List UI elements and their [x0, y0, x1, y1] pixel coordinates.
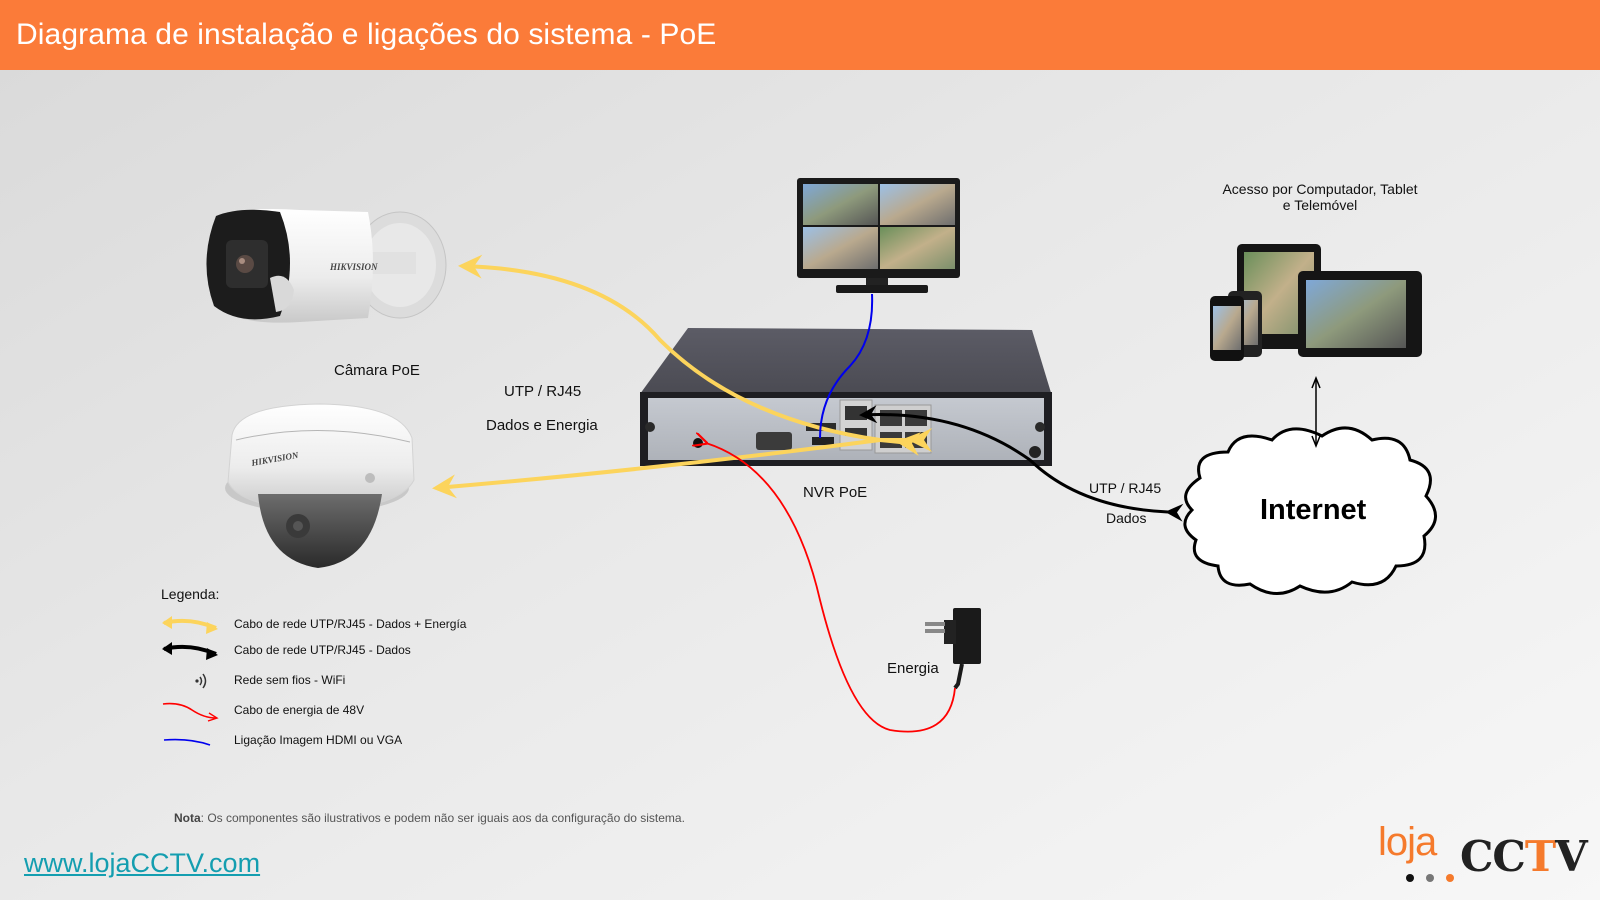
black-double-arrow-icon [162, 642, 218, 660]
poe-cable-bullet [458, 254, 922, 456]
page-title: Diagrama de instalação e ligações do sis… [16, 18, 717, 51]
internet-label: Internet [1260, 494, 1367, 526]
website-link[interactable]: www.lojaCCTV.com [24, 848, 261, 878]
legend-item-data: Cabo de rede UTP/RJ45 - Dados [160, 640, 500, 662]
note-text: : Os componentes são ilustrativos e pode… [200, 811, 685, 825]
lan-cable [859, 405, 1184, 522]
legend-item-poe: Cabo de rede UTP/RJ45 - Dados + Energía [160, 614, 500, 636]
remote-access-line-1: Acesso por Computador, Tablet [1222, 181, 1418, 197]
loja-cctv-logo: loja CCTV [1376, 820, 1588, 884]
footnote: Nota: Os componentes são ilustrativos e … [174, 811, 685, 825]
remote-access-label: Acesso por Computador, Tablet e Telemóve… [1200, 181, 1440, 213]
logo-cc: CC [1460, 832, 1526, 881]
power-adapter [925, 608, 981, 690]
legend-item-video: Ligação Imagem HDMI ou VGA [160, 730, 500, 752]
legend-item-power: Cabo de energia de 48V [160, 700, 500, 722]
legend-item-wifi: Rede sem fios - WiFi [160, 670, 500, 692]
hdmi-cable [819, 293, 874, 439]
note-label: Nota [174, 811, 201, 825]
camera-label: Câmara PoE [334, 362, 420, 379]
nvr-label: NVR PoE [803, 484, 868, 501]
logo-dot [1426, 874, 1434, 882]
logo-dot [1406, 874, 1414, 882]
logo-v: V [1555, 832, 1588, 881]
energy-label: Energia [887, 660, 939, 677]
legend-label: Ligação Imagem HDMI ou VGA [234, 733, 403, 747]
legend-title: Legenda: [161, 586, 220, 602]
cloud-link-arrow [1311, 375, 1321, 449]
legend-label: Cabo de rede UTP/RJ45 - Dados [234, 643, 411, 657]
bullet-camera: HIKVISION [206, 209, 447, 323]
internet-cloud [1183, 426, 1437, 595]
power-cable [706, 443, 956, 733]
poe-cable-dome [432, 428, 932, 499]
dome-camera: HIKVISION [225, 403, 415, 568]
red-arrow-icon [162, 702, 219, 722]
logo-dot [1446, 874, 1454, 882]
camera-cable-label-2: Dados e Energia [486, 417, 598, 434]
internet-cable-label-1: UTP / RJ45 [1089, 480, 1162, 496]
header-bar: Diagrama de instalação e ligações do sis… [0, 0, 1600, 70]
legend-label: Cabo de rede UTP/RJ45 - Dados + Energía [234, 617, 467, 631]
yellow-double-arrow-icon [162, 616, 218, 634]
internet-cable-label-2: Dados [1106, 510, 1147, 526]
logo-loja-text: loja [1378, 820, 1437, 864]
blue-line-icon [163, 738, 211, 746]
camera-cable-label-1: UTP / RJ45 [504, 383, 582, 400]
remote-access-line-2: e Telemóvel [1282, 197, 1358, 213]
wifi-icon [195, 673, 207, 689]
camera-brand-text: HIKVISION [329, 262, 378, 272]
monitor [797, 178, 960, 293]
logo-t: T [1524, 832, 1556, 881]
mobile-devices [1210, 244, 1422, 361]
logo-cctv-text: CCTV [1460, 832, 1588, 881]
legend-label: Cabo de energia de 48V [234, 703, 365, 717]
legend-label: Rede sem fios - WiFi [234, 673, 346, 687]
